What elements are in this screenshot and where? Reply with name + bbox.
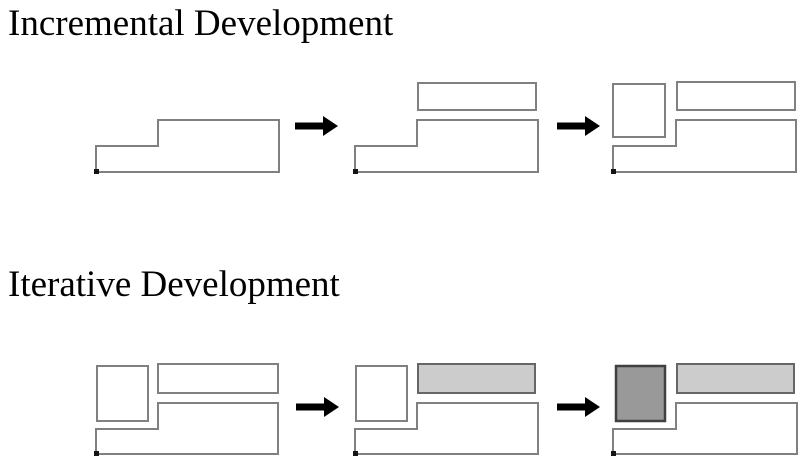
incremental-stage2-increment-rect — [417, 82, 537, 111]
incremental-stage-2 — [353, 82, 539, 174]
iterative-arrow-1-icon — [296, 397, 339, 417]
incremental-stage3-increment-rect — [676, 81, 796, 111]
corner-tick-icon — [353, 451, 358, 456]
corner-tick-icon — [94, 451, 99, 456]
corner-tick-icon — [353, 169, 358, 174]
iterative-stage-3 — [611, 363, 798, 456]
incremental-stage1-base-step — [95, 119, 280, 173]
incremental-arrow-2-icon — [557, 116, 600, 136]
iterative-stage2-square — [355, 365, 408, 422]
iterative-stage1-rect — [157, 363, 279, 394]
iterative-arrow-2-icon — [557, 397, 600, 417]
incremental-stage3-increment-square — [612, 83, 666, 138]
iterative-stage3-refined-rect — [676, 363, 795, 394]
iterative-stage-2 — [353, 363, 539, 456]
corner-tick-icon — [94, 169, 99, 174]
incremental-development-title: Incremental Development — [8, 3, 394, 44]
incremental-stage2-base-step — [354, 119, 539, 173]
corner-tick-icon — [611, 451, 616, 456]
iterative-stage-1 — [94, 363, 279, 456]
iterative-stage3-refined-square — [614, 364, 667, 423]
iterative-stage1-square — [96, 365, 149, 422]
corner-tick-icon — [611, 169, 616, 174]
incremental-stage-1 — [94, 119, 280, 174]
incremental-arrow-1-icon — [295, 116, 338, 136]
iterative-stage2-refined-rect — [417, 363, 536, 394]
incremental-stage-3 — [611, 81, 797, 174]
iterative-development-title: Iterative Development — [8, 264, 340, 305]
